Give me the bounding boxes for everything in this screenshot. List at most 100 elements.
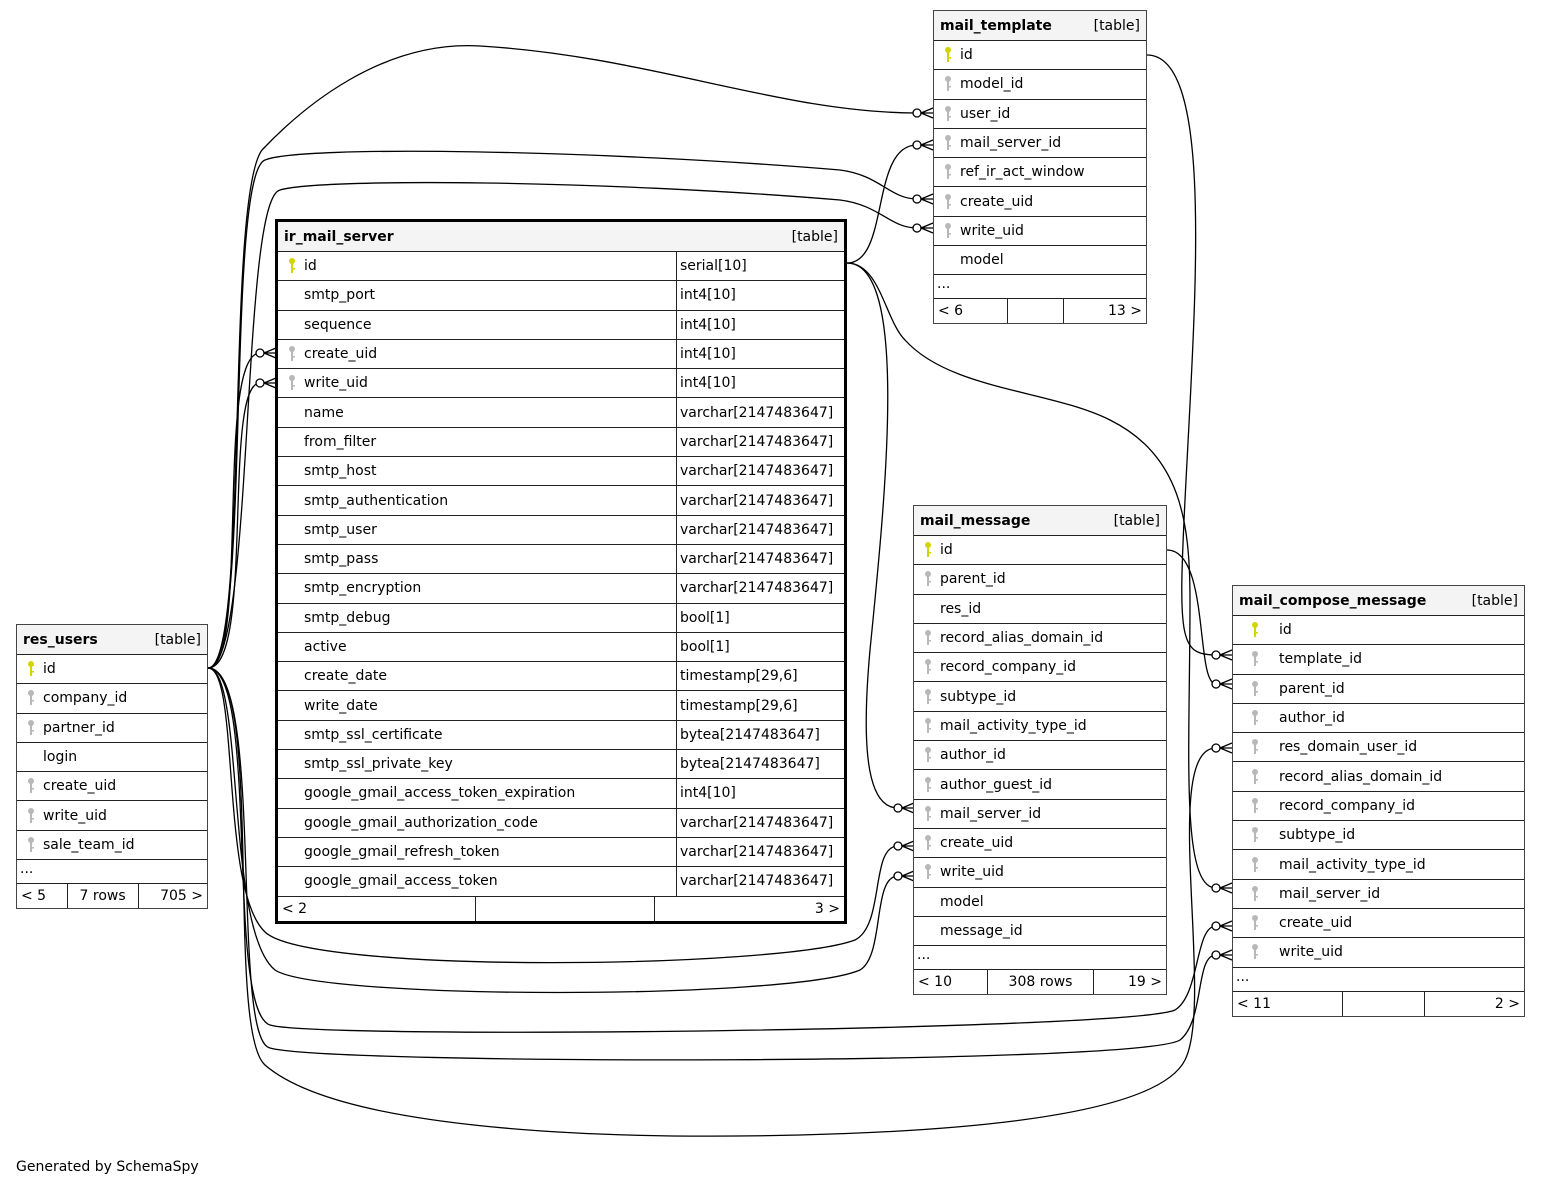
column-row[interactable]: model_id bbox=[934, 70, 1146, 100]
edge-res-users-mail-compose-write-uid bbox=[207, 667, 1217, 1061]
table-header[interactable]: mail_compose_message[table] bbox=[1233, 586, 1524, 616]
column-row[interactable]: create_uid bbox=[1233, 909, 1524, 939]
column-row[interactable]: record_alias_domain_id bbox=[1233, 762, 1524, 792]
column-row[interactable]: create_uid bbox=[17, 772, 207, 802]
column-row[interactable]: model bbox=[934, 246, 1146, 276]
column-row[interactable]: mail_activity_type_id bbox=[1233, 850, 1524, 880]
more-columns[interactable]: ... bbox=[1233, 968, 1524, 992]
column-row[interactable]: template_id bbox=[1233, 645, 1524, 675]
column-row[interactable]: write_uid bbox=[914, 858, 1166, 888]
column-row[interactable]: author_id bbox=[1233, 704, 1524, 734]
children-link[interactable]: 705 > bbox=[137, 884, 207, 909]
column-row[interactable]: id bbox=[17, 655, 207, 685]
parents-link[interactable]: < 2 bbox=[282, 900, 308, 917]
table-header[interactable]: mail_message[table] bbox=[914, 506, 1166, 536]
column-row[interactable]: create_uid bbox=[914, 829, 1166, 859]
column-row[interactable]: res_domain_user_id bbox=[1233, 733, 1524, 763]
column-row[interactable]: write_uid bbox=[934, 217, 1146, 247]
table-header[interactable]: res_users[table] bbox=[17, 625, 207, 655]
column-row[interactable]: ref_ir_act_window bbox=[934, 158, 1146, 188]
column-row[interactable]: partner_id bbox=[17, 714, 207, 743]
column-row[interactable]: mail_server_id bbox=[934, 129, 1146, 159]
column-row[interactable]: parent_id bbox=[1233, 675, 1524, 704]
row-count: 308 rows bbox=[987, 970, 1092, 995]
column-name: record_company_id bbox=[1279, 797, 1416, 814]
more-columns[interactable]: ... bbox=[934, 275, 1146, 300]
column-row[interactable]: parent_id bbox=[914, 565, 1166, 595]
column-row[interactable]: message_id bbox=[914, 917, 1166, 947]
column-row[interactable]: write_uid bbox=[1233, 938, 1524, 968]
parents-link[interactable]: < 10 bbox=[918, 974, 952, 991]
column-row[interactable]: company_id bbox=[17, 684, 207, 714]
children-link[interactable]: 19 > bbox=[1092, 970, 1166, 995]
column-row[interactable]: id bbox=[1233, 616, 1524, 646]
column-row[interactable]: write_uid bbox=[17, 801, 207, 831]
column-row[interactable]: mail_server_id bbox=[914, 800, 1166, 829]
column-row[interactable]: record_company_id bbox=[914, 653, 1166, 683]
children-link[interactable]: 2 > bbox=[1423, 991, 1524, 1016]
parents-link[interactable]: < 6 bbox=[938, 303, 964, 320]
column-row[interactable]: mail_server_id bbox=[1233, 880, 1524, 909]
column-row[interactable]: create_uid bbox=[934, 187, 1146, 217]
parents-link[interactable]: < 11 bbox=[1237, 995, 1271, 1012]
column-row[interactable]: id bbox=[914, 536, 1166, 566]
foreign-key-icon bbox=[282, 374, 302, 392]
column-name: google_gmail_refresh_token bbox=[304, 844, 500, 861]
children-link[interactable]: 13 > bbox=[1062, 299, 1146, 324]
parents-link[interactable]: < 5 bbox=[21, 888, 47, 905]
column-name: id bbox=[304, 258, 317, 275]
more-columns[interactable]: ... bbox=[914, 946, 1166, 971]
column-row[interactable]: model bbox=[914, 888, 1166, 917]
column-row[interactable]: sale_team_id bbox=[17, 831, 207, 861]
column-row[interactable]: record_alias_domain_id bbox=[914, 624, 1166, 654]
column-name: parent_id bbox=[1279, 680, 1345, 697]
column-row[interactable]: mail_activity_type_id bbox=[914, 712, 1166, 742]
foreign-key-icon bbox=[918, 688, 938, 706]
edge-mail-template-mail-compose bbox=[1146, 54, 1217, 656]
column-row[interactable]: record_company_id bbox=[1233, 792, 1524, 822]
column-row[interactable]: login bbox=[17, 743, 207, 773]
column-row[interactable]: id bbox=[934, 41, 1146, 71]
table-header[interactable]: mail_template[table] bbox=[934, 11, 1146, 41]
foreign-key-icon bbox=[21, 689, 41, 707]
column-name: message_id bbox=[940, 923, 1023, 939]
column-name: model bbox=[940, 893, 984, 910]
column-row[interactable]: subtype_id bbox=[1233, 821, 1524, 851]
column-row[interactable]: author_guest_id bbox=[914, 770, 1166, 800]
children-link[interactable]: 3 > bbox=[654, 896, 844, 921]
column-row[interactable]: author_id bbox=[914, 741, 1166, 771]
more-columns[interactable]: ... bbox=[17, 860, 207, 885]
column-row[interactable]: subtype_id bbox=[914, 682, 1166, 712]
column-row[interactable]: user_id bbox=[934, 100, 1146, 129]
column-name: model_id bbox=[960, 76, 1024, 93]
column-row[interactable]: res_id bbox=[914, 595, 1166, 624]
table-header[interactable]: ir_mail_server[table] bbox=[278, 222, 844, 252]
